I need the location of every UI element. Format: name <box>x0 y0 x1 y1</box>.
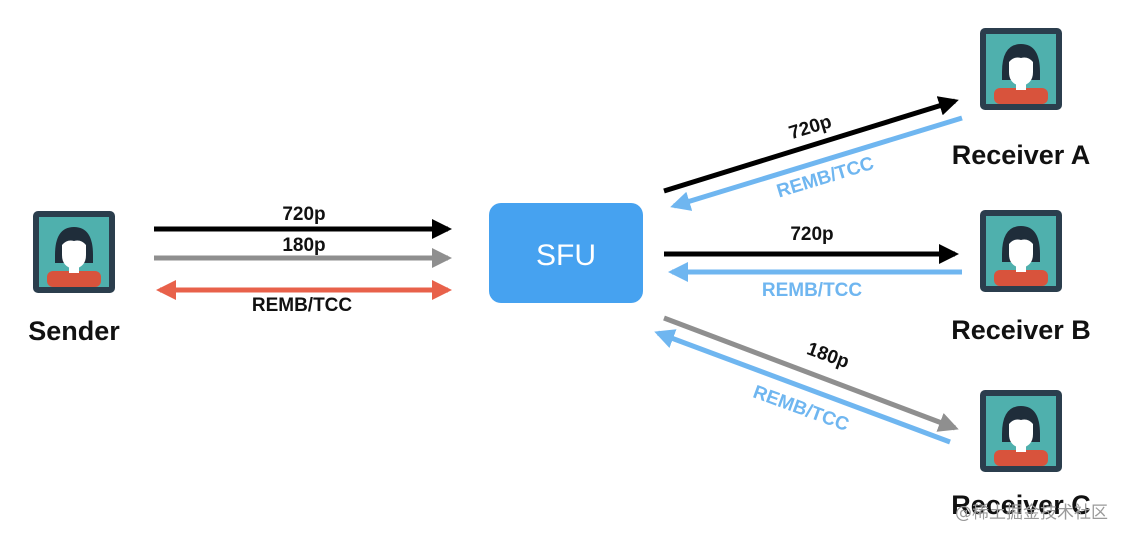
sender-label: Sender <box>28 316 120 346</box>
sender-720p-label: 720p <box>282 204 325 225</box>
receiver-b-label: Receiver B <box>951 315 1091 345</box>
receiver-b-node: Receiver B <box>951 210 1091 345</box>
receiver-a-remb-arrow <box>670 115 963 211</box>
receiver-c-node: Receiver C <box>951 390 1091 520</box>
sender-node: Sender <box>28 211 120 346</box>
watermark-text: @稀土掘金技术社区 <box>955 503 1108 523</box>
sfu-box <box>489 203 643 303</box>
receiver-a-720p-arrow <box>663 96 959 194</box>
receiver-c-180p-label: 180p <box>804 339 852 374</box>
receiver-a-node: Receiver A <box>952 28 1091 170</box>
sender-avatar-icon <box>33 211 115 293</box>
receiver-a-label: Receiver A <box>952 140 1091 170</box>
receiver-b-edges: 720p REMB/TCC <box>664 224 962 301</box>
receiver-b-720p-label: 720p <box>790 224 833 245</box>
receiver-a-avatar-icon <box>980 28 1062 110</box>
sfu-node: SFU <box>489 203 643 303</box>
sender-remb-label: REMB/TCC <box>252 295 353 316</box>
receiver-c-remb-label: REMB/TCC <box>750 382 852 436</box>
receiver-c-label: Receiver C <box>951 490 1091 520</box>
receiver-c-avatar-icon <box>980 390 1062 472</box>
receiver-b-avatar-icon <box>980 210 1062 292</box>
receiver-c-180p-arrow <box>663 315 959 432</box>
sfu-label: SFU <box>536 239 596 272</box>
receiver-a-edges: 720p REMB/TCC <box>663 96 963 211</box>
receiver-c-edges: 180p REMB/TCC <box>654 315 959 445</box>
sender-to-sfu-edges: 720p 180p REMB/TCC <box>154 204 452 316</box>
sender-180p-label: 180p <box>282 235 325 256</box>
receiver-c-remb-arrow <box>654 329 951 445</box>
receiver-b-remb-label: REMB/TCC <box>762 280 863 301</box>
